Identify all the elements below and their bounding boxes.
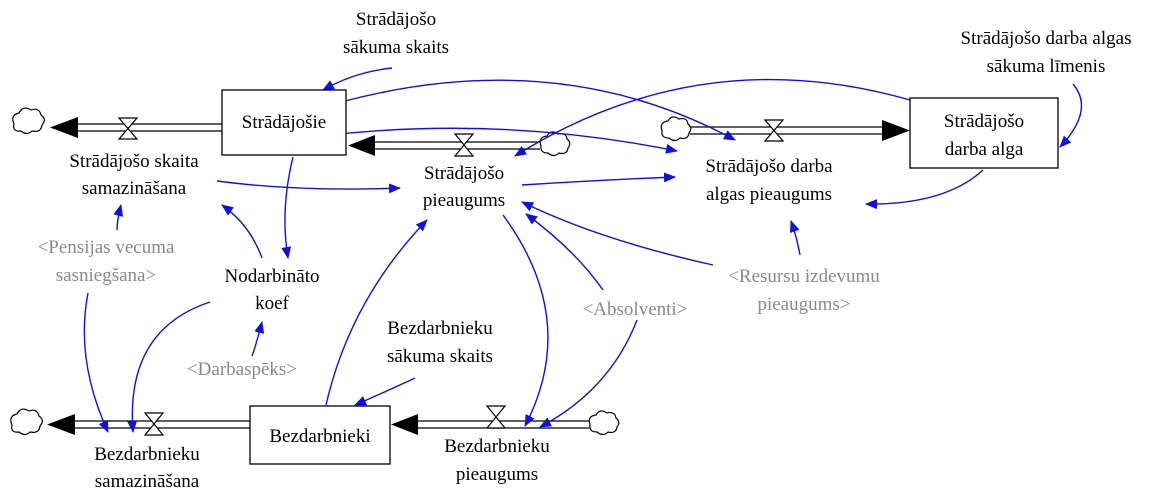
stock-label: darba alga [945,139,1024,160]
flow-label: Bezdarbnieku [444,436,550,457]
flow-label: Strādājošo skaita [69,151,199,172]
shadow-pensijas[interactable]: <Pensijas vecuma sasniegšana> [38,237,175,286]
flow-label: Strādājošo darba [705,156,833,177]
stock-label: Bezdarbnieki [269,426,370,447]
flow-label: samazināšana [95,471,200,492]
stock-darba-alga[interactable]: Strādājošo darba alga [909,97,1059,169]
aux-stradajoso-sakuma-skaits[interactable]: Strādājošo sākuma skaits [343,9,449,58]
cloud-icon [660,116,692,142]
flow-label: Strādājošo [424,163,504,184]
valve-icon [143,412,165,436]
flow-stradajoso-pieaugums[interactable]: Strādājošo pieaugums [423,163,505,211]
aux-label: Strādājošo [356,9,436,30]
flow-pipe-stradajoso-samazinasana [50,117,222,138]
flow-label: pieaugums [456,464,538,485]
flow-pipe-stradajoso-pieaugums [348,135,540,156]
aux-label: Nodarbināto [225,266,320,287]
flow-label: pieaugums [423,190,505,211]
valve-icon [763,119,785,142]
aux-algas-sakuma-limenis[interactable]: Strādājošo darba algas sākuma līmenis [961,28,1132,77]
flow-algas-pieaugums[interactable]: Strādājošo darba algas pieaugums [705,156,833,205]
shadow-label: <Pensijas vecuma [38,237,175,258]
flow-bezdarbnieku-samazinasana[interactable]: Bezdarbnieku samazināšana [94,444,200,492]
valve-icon [485,405,507,429]
flow-bezdarbnieku-pieaugums[interactable]: Bezdarbnieku pieaugums [444,436,550,485]
aux-label: Strādājošo darba algas [961,28,1132,49]
shadow-label: <Resursu izdevumu [728,266,880,287]
shadow-resursu[interactable]: <Resursu izdevumu pieaugums> [728,266,880,315]
aux-label: koef [255,293,289,314]
stock-stradajosie[interactable]: Strādājošie [221,89,347,156]
shadow-label: <Darbaspēks> [187,359,297,380]
valve-icon [117,117,139,140]
shadow-absolventi[interactable]: <Absolventi> [583,299,688,320]
aux-label: sākuma skaits [387,346,493,367]
valve-icon [453,133,475,157]
flow-label: Bezdarbnieku [94,444,200,465]
aux-nodarbinato-koef[interactable]: Nodarbināto koef [225,266,320,314]
cloud-icon [12,107,45,135]
cloud-icon [588,410,620,436]
aux-bezdarbnieku-sakuma-skaits[interactable]: Bezdarbnieku sākuma skaits [387,318,493,367]
flow-stradajoso-samazinasana[interactable]: Strādājošo skaita samazināšana [69,151,199,199]
shadow-label: <Absolventi> [583,299,688,320]
stock-label: Strādājošo [944,111,1024,132]
flow-label: algas pieaugums [706,184,832,205]
stock-label: Strādājošie [242,112,326,133]
cloud-icon [539,131,571,157]
aux-label: sākuma skaits [343,37,449,58]
shadow-darbaspeks[interactable]: <Darbaspēks> [187,359,297,380]
aux-label: sākuma līmenis [987,56,1106,77]
shadow-label: pieaugums> [757,294,850,315]
shadow-label: sasniegšana> [56,265,156,286]
cloud-icon [10,408,43,436]
causal-links [83,67,1083,433]
flow-label: samazināšana [82,178,187,199]
aux-label: Bezdarbnieku [387,318,493,339]
stock-bezdarbnieki[interactable]: Bezdarbnieki [249,405,391,465]
flow-pipe-algas-pieaugums [690,120,910,141]
